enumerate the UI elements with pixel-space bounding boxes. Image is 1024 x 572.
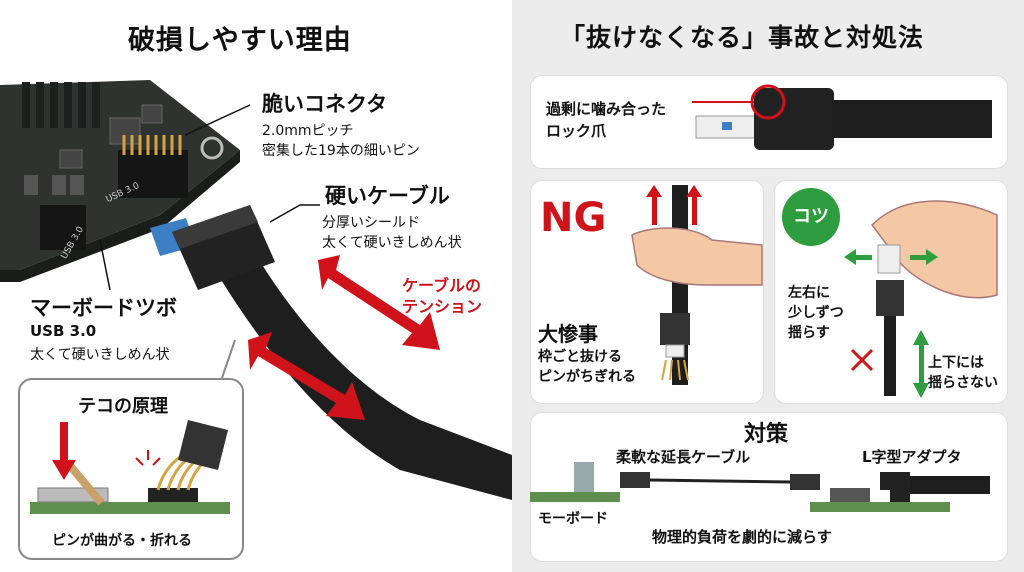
usb-header-pins (118, 135, 188, 198)
tip-right1: 上下には (928, 355, 984, 371)
lock-line2: ロック爪 (546, 122, 607, 140)
motherboard-title: マーボードツボ (30, 296, 177, 320)
usb-plug (150, 205, 275, 290)
cable-line2: 太くて硬いきしめん状 (322, 235, 462, 251)
tension-arrows (248, 255, 440, 420)
connector-line2: 密集した19本の細いピン (262, 143, 420, 159)
ng-title: 大惨事 (538, 322, 598, 346)
tip-hand-illustration (844, 200, 998, 398)
tip-badge: コツ (782, 188, 840, 246)
ng-hand-illustration (631, 185, 763, 385)
ng-line2: ピンがちぎれる (538, 369, 636, 385)
tip-left1: 左右に (788, 285, 830, 301)
tip-left3: 揺らす (788, 325, 830, 341)
fix-illustration (530, 462, 990, 512)
cable-line1: 分厚いシールド (322, 215, 420, 231)
right-title: 「抜けなくなる」事故と対処法 (560, 23, 925, 52)
fix-mb: モーボード (538, 511, 608, 527)
connector-title: 脆いコネクタ (262, 92, 388, 116)
connector-line1: 2.0mmピッチ (262, 123, 354, 139)
fix-ext: 柔軟な延長ケーブル (616, 448, 751, 466)
lever-illustration (30, 420, 230, 514)
lock-line1: 過剰に噛み合った (546, 100, 667, 118)
lever-title: テコの原理 (78, 396, 168, 417)
cable-title: 硬いケーブル (325, 184, 450, 208)
ng-badge: NG (540, 195, 607, 241)
usb-header-2 (40, 205, 86, 250)
ng-line1: 枠ごと抜ける (538, 349, 622, 365)
tip-right2: 揺らさない (928, 375, 998, 391)
right-panel: 「抜けなくなる」事故と対処法 過剰に噛み合った ロック爪 NG (512, 0, 1024, 572)
motherboard-cable-illustration (0, 80, 512, 500)
tip-left2: 少しずつ (788, 305, 844, 321)
left-title: 破損しやすい理由 (128, 25, 352, 56)
fix-card (530, 412, 1008, 562)
lever-callout (18, 378, 244, 560)
left-panel: 破損しやすい理由 (0, 25, 512, 560)
ng-card (530, 180, 764, 404)
tension-line2: テンション (402, 297, 483, 316)
motherboard-line2: 太くて硬いきしめん状 (30, 347, 170, 363)
lock-illustration (692, 84, 992, 150)
tension-line1: ケーブルの (402, 276, 482, 295)
lever-caption: ピンが曲がる・折れる (52, 533, 192, 549)
fix-title: 対策 (744, 422, 789, 447)
fix-adapter: L字型アダプタ (862, 448, 962, 466)
motherboard-line1: USB 3.0 (30, 322, 97, 340)
flat-cable (215, 245, 512, 500)
fix-caption: 物理的負荷を劇的に減らす (652, 528, 832, 546)
